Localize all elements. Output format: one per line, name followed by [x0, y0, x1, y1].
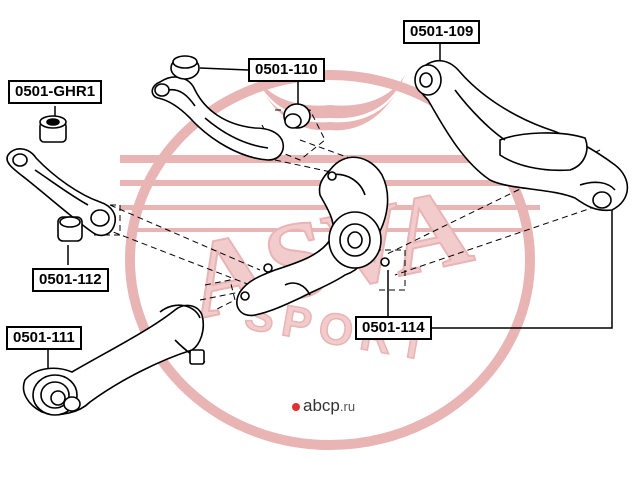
site-watermark-tld: .ru — [339, 399, 356, 414]
box-114 — [375, 249, 406, 291]
upper-arm-110 — [151, 55, 311, 161]
label-0501-111: 0501-111 — [6, 326, 82, 350]
box-111 — [204, 279, 236, 311]
logo-band-top — [120, 155, 540, 163]
solid-leaders — [47, 43, 613, 372]
lower-arm-109 — [414, 60, 629, 212]
leader-110-knuckle — [274, 159, 346, 176]
leader-114-b — [447, 205, 613, 329]
label-0501-110: 0501-110 — [248, 58, 325, 82]
leader-109-knuckle-b — [394, 199, 616, 276]
leader-112-knuckle — [109, 204, 261, 271]
label-0501-114: 0501-114 — [355, 316, 432, 340]
leader-112-knuckle-b — [94, 224, 251, 286]
label-0501-109: 0501-109 — [403, 20, 481, 44]
logo-ring — [125, 70, 535, 450]
toe-link-112 — [6, 148, 116, 242]
site-watermark-name: abcp — [303, 396, 340, 415]
label-0501-112: 0501-112 — [32, 268, 109, 292]
site-watermark-icon — [292, 402, 300, 411]
knuckle — [236, 156, 390, 317]
bushing-ghr1 — [39, 115, 67, 143]
leader-110-a — [199, 67, 249, 71]
trailing-arm-111 — [22, 304, 206, 416]
site-watermark: abcp.ru — [292, 396, 355, 416]
label-0501-ghr1: 0501-GHR1 — [8, 80, 103, 104]
bushing-110-inner — [154, 83, 170, 97]
